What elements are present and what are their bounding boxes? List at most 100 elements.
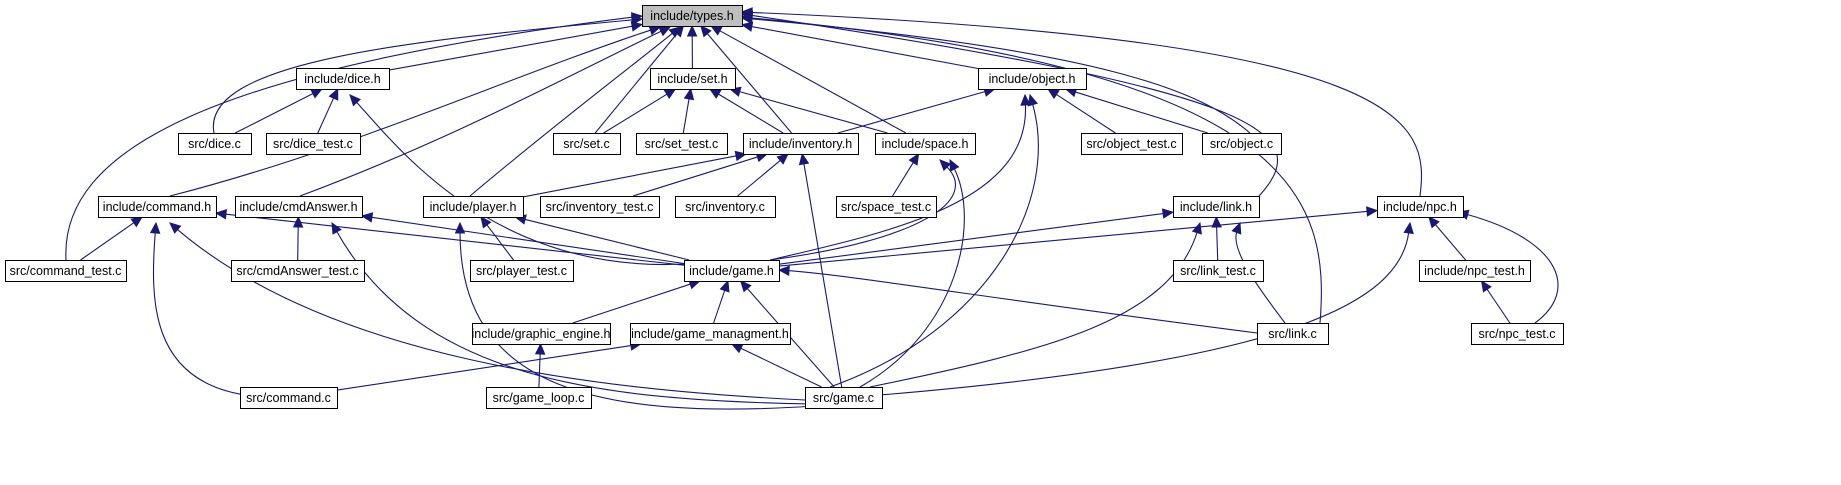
edge-arrowhead: [169, 222, 182, 234]
edge-arrowhead: [480, 216, 492, 229]
node-graphic-engine-h[interactable]: include/graphic_engine.h: [472, 323, 611, 345]
edge-line: [803, 162, 843, 388]
node-box: [240, 387, 338, 409]
node-game-loop-c[interactable]: src/game_loop.c: [486, 387, 592, 409]
node-game-c[interactable]: src/game.c: [805, 387, 883, 409]
node-label: include/npc_test.h: [1424, 264, 1525, 278]
edge-arrowhead: [1191, 221, 1202, 235]
edge-dice_c-to-dice_h: [234, 88, 323, 134]
edge-line: [1074, 91, 1208, 134]
node-space-test-c[interactable]: src/space_test.c: [836, 196, 937, 218]
node-game-managment-h[interactable]: include/game_managment.h: [630, 323, 791, 345]
node-link-c[interactable]: src/link.c: [1257, 323, 1329, 345]
edge-line: [388, 25, 634, 71]
node-player-h[interactable]: include/player.h: [423, 196, 524, 218]
edge-set_c-to-set_h: [603, 88, 677, 134]
node-command-test-c[interactable]: src/command_test.c: [5, 260, 127, 282]
nodes-layer: include/types.h include/dice.h include/set…: [5, 5, 1564, 409]
node-label: src/dice.c: [188, 137, 241, 151]
node-dice-test-c[interactable]: src/dice_test.c: [266, 133, 361, 155]
edge-line: [1434, 223, 1467, 261]
edge-game_h-to-dice_h: [349, 94, 701, 266]
node-types-h[interactable]: include/types.h: [642, 5, 743, 27]
edge-command_h-to-types_h: [169, 25, 662, 197]
edge-arrowhead: [1231, 221, 1242, 235]
node-label: include/game_managment.h: [631, 327, 789, 341]
node-command-h[interactable]: include/command.h: [98, 196, 217, 218]
edge-game_h-to-space_h: [769, 159, 957, 261]
node-label: src/set.c: [563, 137, 610, 151]
node-cmdAnswer-test-c[interactable]: src/cmdAnswer_test.c: [231, 260, 365, 282]
edge-arrowhead: [663, 88, 677, 99]
edge-npc_test_c-to-npc_test_h: [1480, 279, 1511, 324]
edge-arrowhead: [292, 215, 304, 228]
edge-arrowhead: [908, 152, 920, 166]
edge-line: [892, 161, 915, 197]
edge-line: [787, 270, 1258, 334]
edge-arrowhead: [1047, 88, 1060, 100]
node-box: [630, 323, 791, 345]
node-box: [743, 133, 859, 155]
node-box: [636, 133, 728, 155]
edge-line: [234, 92, 315, 134]
edge-line: [538, 352, 541, 388]
node-command-c[interactable]: src/command.c: [240, 387, 338, 409]
node-inventory-c[interactable]: src/inventory.c: [675, 196, 776, 218]
edge-game_c-to-inventory_h: [798, 152, 843, 388]
node-box: [235, 196, 363, 218]
node-npc-test-h[interactable]: include/npc_test.h: [1419, 260, 1531, 282]
node-object-c[interactable]: src/object.c: [1202, 133, 1282, 155]
edge-line: [65, 16, 634, 261]
edge-line: [459, 231, 816, 410]
edge-line: [522, 155, 738, 198]
edge-arrowhead: [710, 25, 723, 36]
node-set-h[interactable]: include/set.h: [650, 68, 736, 90]
node-link-h[interactable]: include/link.h: [1173, 196, 1260, 218]
edge-arrowhead: [1480, 279, 1492, 293]
edge-game_h-to-npc_h: [778, 206, 1379, 267]
node-game-h[interactable]: include/game.h: [684, 260, 780, 282]
node-npc-h[interactable]: include/npc.h: [1377, 196, 1464, 218]
node-player-test-c[interactable]: src/player_test.c: [470, 260, 574, 282]
node-object-test-c[interactable]: src/object_test.c: [1081, 133, 1183, 155]
node-inventory-h[interactable]: include/inventory.h: [743, 133, 859, 155]
node-inventory-test-c[interactable]: src/inventory_test.c: [540, 196, 660, 218]
node-set-test-c[interactable]: src/set_test.c: [636, 133, 728, 155]
edge-game_h-to-cmdAnswer_h: [360, 212, 685, 265]
edge-arrowhead: [310, 88, 323, 99]
edge-inventory_h-to-set_h: [708, 88, 784, 134]
edge-space_h-to-types_h: [710, 25, 907, 134]
edge-line: [682, 97, 690, 134]
edge-arrowhead: [534, 342, 546, 355]
edge-line: [335, 230, 811, 405]
node-dice-c[interactable]: src/dice.c: [178, 133, 252, 155]
edge-line: [176, 228, 806, 401]
node-box: [540, 196, 660, 218]
edge-line: [778, 212, 1165, 265]
edge-graphic_engine_h-to-game_h: [572, 279, 701, 324]
node-label: src/inventory_test.c: [546, 200, 654, 214]
node-dice-h[interactable]: include/dice.h: [296, 68, 390, 90]
edge-game_loop_c-to-graphic_engine_h: [534, 342, 546, 388]
edge-game_managment_h-to-game_h: [713, 279, 730, 324]
edge-arrowhead: [328, 87, 339, 101]
node-label: include/inventory.h: [749, 137, 852, 151]
node-cmdAnswer-h[interactable]: include/cmdAnswer.h: [235, 196, 363, 218]
node-space-h[interactable]: include/space.h: [875, 133, 976, 155]
edge-arrowhead: [668, 26, 681, 38]
edge-npc_test_h-to-npc_h: [1428, 216, 1467, 261]
node-npc-test-c[interactable]: src/npc_test.c: [1471, 323, 1564, 345]
node-box: [650, 68, 736, 90]
node-label: include/npc.h: [1383, 200, 1457, 214]
edge-line: [594, 32, 679, 134]
edge-arrowhead: [149, 221, 161, 234]
edge-line: [299, 30, 663, 197]
node-set-c[interactable]: src/set.c: [553, 133, 621, 155]
node-object-h[interactable]: include/object.h: [978, 68, 1087, 90]
edge-arrowhead: [939, 159, 952, 172]
edge-game_h-to-link_h: [778, 208, 1175, 265]
node-link-test-c[interactable]: src/link_test.c: [1173, 260, 1264, 282]
node-box: [423, 196, 524, 218]
edge-arrowhead: [331, 221, 342, 235]
